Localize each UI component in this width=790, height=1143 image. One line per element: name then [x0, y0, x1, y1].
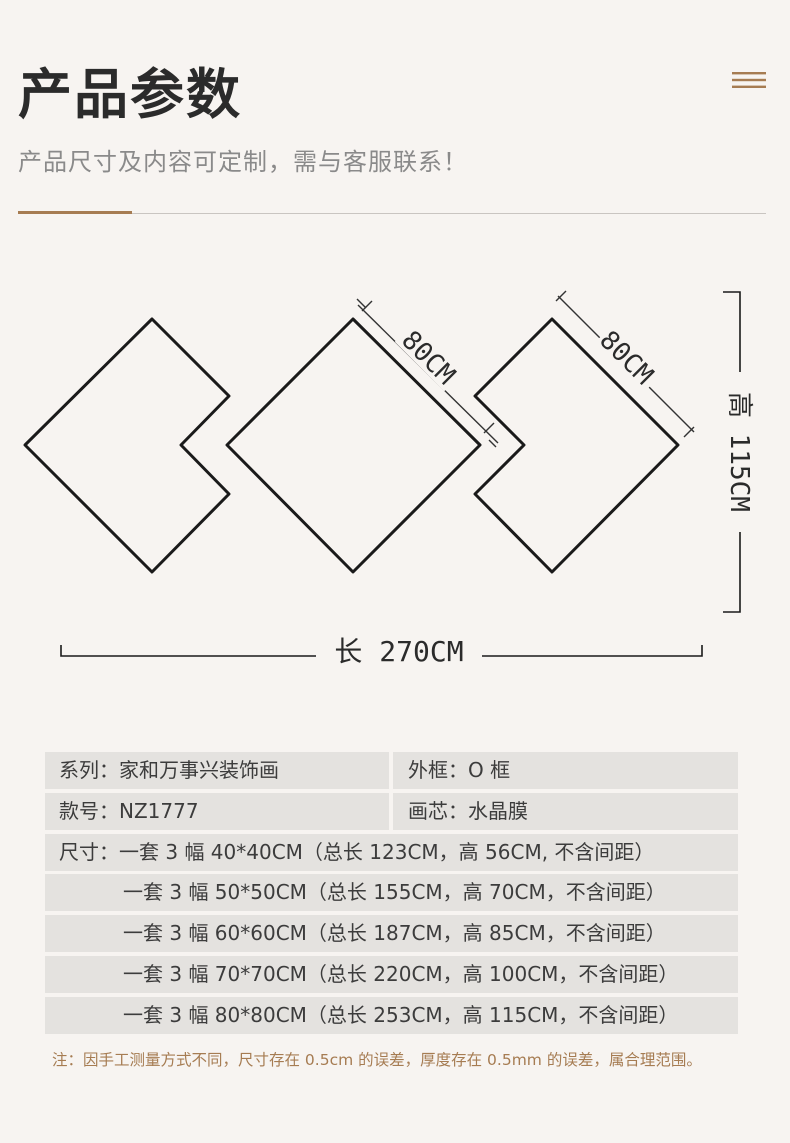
length-bracket [60, 645, 703, 657]
size-row-2: 一套 3 幅 50*50CM（总长 155CM，高 70CM，不含间距） [45, 874, 738, 911]
divider-accent [18, 211, 132, 214]
height-label: 高 115CM [724, 392, 754, 512]
middle-panel-outline [225, 317, 482, 574]
length-label: 长 270CM [334, 635, 463, 668]
size-row-4: 一套 3 幅 70*70CM（总长 220CM，高 100CM，不含间距） [45, 956, 738, 993]
frame-cell: 外框：O 框 [393, 752, 738, 789]
dimension-diagram: 80CM 80CM 高 115CM 长 270CM [0, 270, 790, 690]
right-panel-outline [473, 317, 680, 574]
page-title: 产品参数 [18, 63, 242, 126]
model-cell: 款号：NZ1777 [45, 793, 389, 830]
divider-line [18, 213, 766, 214]
hamburger-menu-icon[interactable] [732, 70, 766, 90]
page-subtitle: 产品尺寸及内容可定制，需与客服联系！ [18, 148, 468, 176]
core-cell: 画芯：水晶膜 [393, 793, 738, 830]
left-panel-outline [23, 317, 231, 574]
size-row-3: 一套 3 幅 60*60CM（总长 187CM，高 85CM，不含间距） [45, 915, 738, 952]
size-row-1: 尺寸：一套 3 幅 40*40CM（总长 123CM，高 56CM, 不含间距） [45, 834, 738, 871]
series-cell: 系列：家和万事兴装饰画 [45, 752, 389, 789]
size-row-5: 一套 3 幅 80*80CM（总长 253CM，高 115CM，不含间距） [45, 997, 738, 1034]
height-bracket [723, 291, 741, 613]
measurement-note: 注：因手工测量方式不同，尺寸存在 0.5cm 的误差，厚度存在 0.5mm 的误… [52, 1051, 702, 1069]
